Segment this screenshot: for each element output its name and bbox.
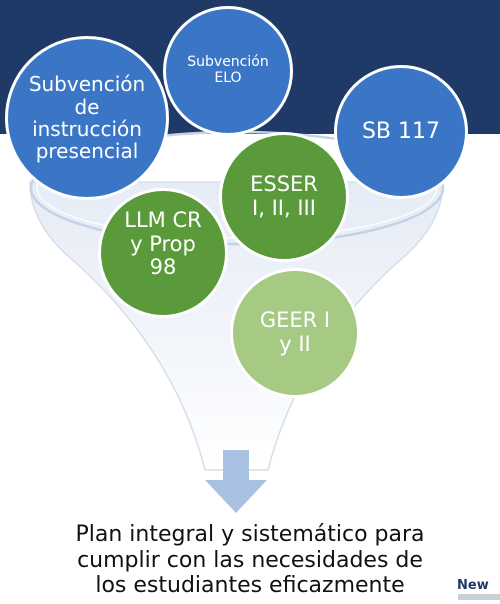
down-arrow: [205, 450, 267, 513]
funding-circle-in-person-grant: Subvención de instrucción presencial: [5, 36, 169, 200]
organization-logo: New: [457, 578, 489, 593]
outcome-text: Plan integral y sistemático para cumplir…: [75, 522, 425, 599]
funding-circle-sb117: SB 117: [334, 65, 468, 199]
funding-circle-elo-grant: Subvención ELO: [163, 6, 293, 136]
funding-circle-geer: GEER I y II: [230, 268, 360, 398]
funding-circle-llm-cr-prop98: LLM CR y Prop 98: [98, 188, 228, 318]
funding-circle-esser: ESSER I, II, III: [219, 132, 349, 262]
